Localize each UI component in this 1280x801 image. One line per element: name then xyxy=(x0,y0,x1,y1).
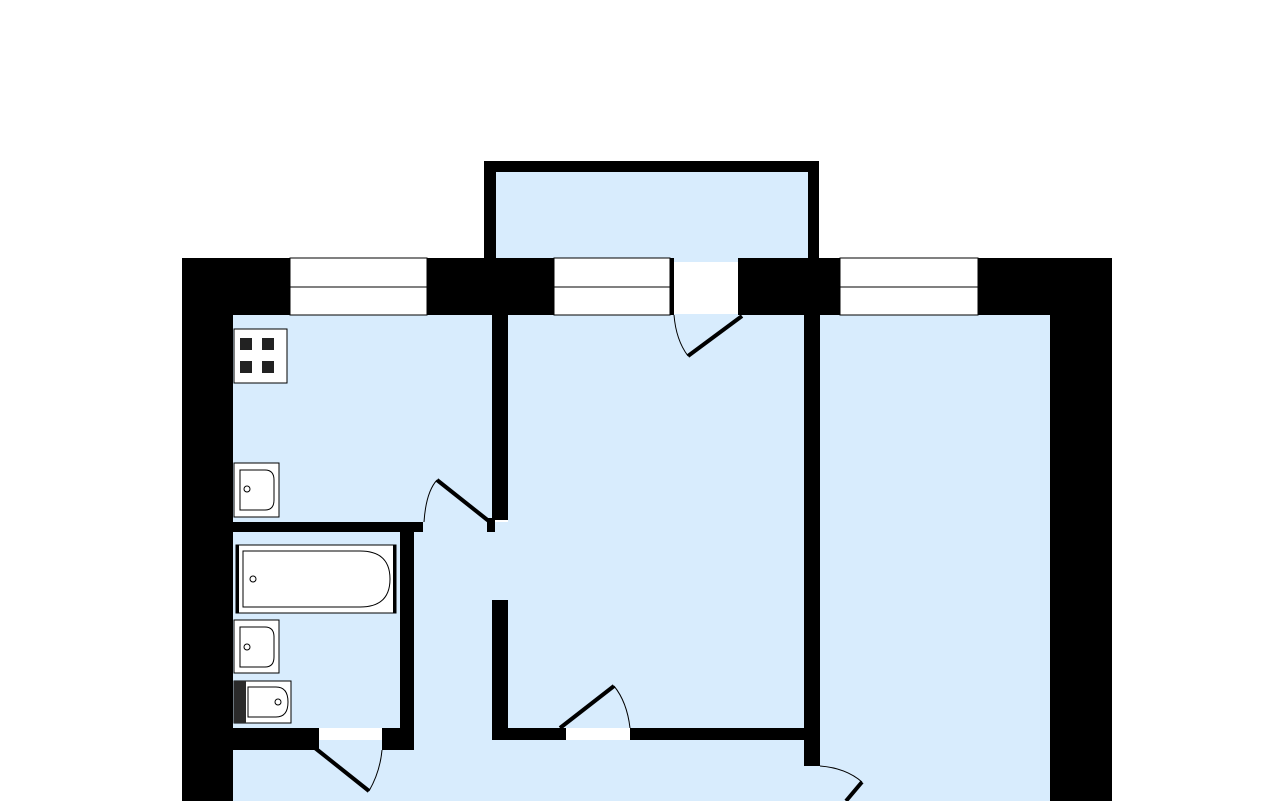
window-right-room xyxy=(839,257,979,316)
wall-middle-right xyxy=(804,314,820,766)
wall-kitchen-middle-stub xyxy=(487,518,495,532)
stove-icon xyxy=(233,328,288,384)
wall-bathroom-top xyxy=(233,522,423,532)
window-kitchen xyxy=(289,257,428,316)
exterior-wall-top-4 xyxy=(738,258,840,315)
balcony-wall-left xyxy=(484,161,496,262)
balcony-door xyxy=(673,314,744,358)
right-room-door xyxy=(819,765,864,801)
hallway-floor-lower xyxy=(233,740,820,801)
kitchen-door xyxy=(423,478,492,524)
exterior-wall-top-1 xyxy=(182,258,290,315)
exterior-wall-top-2 xyxy=(427,258,554,315)
exterior-wall-right xyxy=(1050,258,1112,801)
balcony-wall-right xyxy=(808,161,819,262)
bathroom-door xyxy=(313,746,383,793)
wall-middle-bottom-right xyxy=(630,728,820,740)
exterior-wall-top-3 xyxy=(670,258,674,315)
wall-bathroom-bottom-right xyxy=(382,728,414,750)
window-middle-room xyxy=(553,257,671,316)
middle-room-floor xyxy=(508,314,804,728)
kitchen-sink-icon xyxy=(233,462,280,518)
wall-middle-lower-left xyxy=(492,600,508,740)
toilet-icon xyxy=(233,680,292,724)
wall-kitchen-middle xyxy=(492,314,508,520)
wall-middle-bottom-left xyxy=(492,728,566,740)
wall-bathroom-right xyxy=(400,522,414,750)
middle-room-door xyxy=(558,684,631,730)
exterior-wall-left xyxy=(182,258,233,801)
exterior-wall-top-5 xyxy=(978,258,1112,315)
balcony-floor xyxy=(496,172,808,262)
bathtub-icon xyxy=(235,544,397,614)
balcony-wall-top xyxy=(484,161,819,172)
bathroom-sink-icon xyxy=(233,619,280,674)
right-room-floor xyxy=(820,314,1050,801)
wall-bathroom-bottom-left xyxy=(233,728,319,750)
